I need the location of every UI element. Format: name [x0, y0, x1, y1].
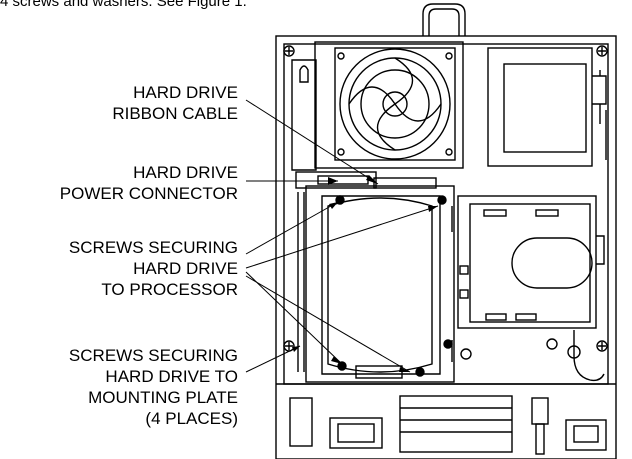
top-circuit-board	[487, 47, 593, 167]
enclosure-inner	[283, 43, 609, 385]
bracket-slot	[299, 65, 309, 83]
enclosure-outline	[275, 35, 617, 459]
callout-mounting-line4: (4 PLACES)	[145, 409, 238, 428]
instruction-text: 4 screws and washers. See Figure 1.	[0, 0, 247, 10]
mounting-plate	[305, 185, 455, 383]
callout-processor-line1: SCREWS SECURING	[68, 238, 238, 257]
right-connector	[592, 70, 607, 105]
left-bracket	[291, 59, 317, 171]
callout-power-line1: HARD DRIVE	[133, 163, 238, 182]
callout-ribbon-line1: HARD DRIVE	[133, 83, 238, 102]
callout-processor-line3: TO PROCESSOR	[101, 280, 238, 299]
side-cable	[573, 330, 605, 382]
power-connector	[295, 171, 377, 189]
cable-grommet	[567, 345, 581, 359]
board-chip	[503, 63, 587, 153]
power-pins	[317, 175, 369, 185]
arrowheads	[292, 175, 438, 372]
cable-loop	[422, 3, 466, 36]
callout-mounting-line3: MOUNTING PLATE	[88, 388, 238, 407]
callout-power-connector: HARD DRIVE POWER CONNECTOR	[60, 162, 238, 204]
processor-board	[457, 195, 605, 329]
callout-ribbon-cable: HARD DRIVE RIBBON CABLE	[112, 82, 238, 124]
hard-drive-screw-icons	[335, 195, 453, 377]
fan-icon	[314, 41, 464, 169]
callout-ribbon-line2: RIBBON CABLE	[112, 104, 238, 123]
callout-mounting-line1: SCREWS SECURING	[68, 346, 238, 365]
callout-screws-processor: SCREWS SECURING HARD DRIVE TO PROCESSOR	[69, 237, 238, 300]
hard-drive	[321, 177, 441, 379]
callout-processor-line2: HARD DRIVE	[133, 259, 238, 278]
corner-screw-icons	[283, 45, 608, 352]
bottom-panel	[276, 338, 616, 455]
ribbon-cable-connector	[373, 177, 437, 189]
cable-loop-inner	[428, 8, 460, 36]
callout-power-line2: POWER CONNECTOR	[59, 184, 238, 203]
left-rail	[297, 192, 305, 372]
callout-screws-mounting: SCREWS SECURING HARD DRIVE TO MOUNTING P…	[69, 345, 238, 429]
leader-lines	[245, 99, 439, 373]
right-wires	[599, 104, 607, 160]
callout-mounting-line2: HARD DRIVE TO	[105, 367, 238, 386]
